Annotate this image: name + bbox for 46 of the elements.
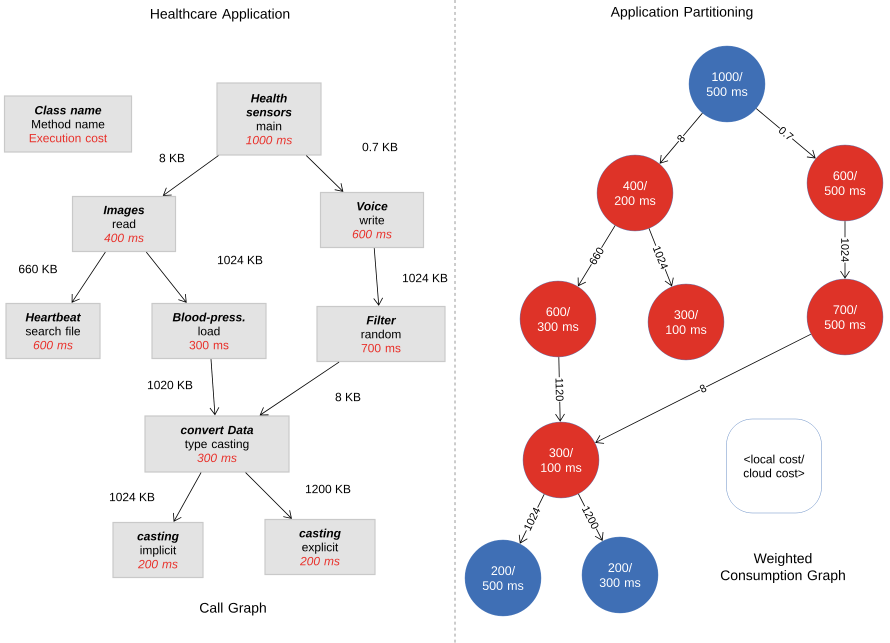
arrow xyxy=(162,155,219,196)
arrow xyxy=(756,108,816,158)
edge-label: 8 xyxy=(698,383,708,394)
method-box: Blood-press. load 300 ms xyxy=(151,302,267,360)
caption: Weighted Consumption Graph xyxy=(720,553,845,583)
arrow xyxy=(72,252,106,303)
heading: Healthcare Application xyxy=(150,8,290,22)
arrow xyxy=(595,334,812,444)
method-box: Images read 400 ms xyxy=(72,196,176,252)
edge-label: 660 KB xyxy=(19,264,57,274)
edge-label: 1024 xyxy=(652,244,670,271)
arrow xyxy=(260,362,340,416)
arrow xyxy=(578,225,616,286)
arrow xyxy=(146,252,187,303)
edge-label: 1020 KB xyxy=(148,380,192,390)
edge-label: 1024 xyxy=(840,237,850,263)
caption: Call Graph xyxy=(200,602,266,616)
edge-label: 1024 KB xyxy=(218,256,262,264)
edge-label: 1200 xyxy=(580,504,600,531)
arrow xyxy=(245,472,292,519)
edge-label: 1024 KB xyxy=(110,492,154,502)
edge-label: 1024 KB xyxy=(402,274,448,282)
edge-label: 8 xyxy=(675,132,687,144)
method-box: Voice write 600 ms xyxy=(320,192,424,248)
method-box: Filter random 700 ms xyxy=(316,306,446,362)
method-box: Health sensors main 1000 ms xyxy=(216,82,322,156)
method-box: convert Data type casting 300 ms xyxy=(144,415,290,473)
edge-label: 8 KB xyxy=(160,154,184,162)
method-box: casting explicit 200 ms xyxy=(264,518,376,576)
edge-label: 1024 xyxy=(522,506,542,532)
method-box: Heartbeat search file 600 ms xyxy=(5,302,101,360)
arrow xyxy=(660,112,703,164)
edge-label: 8 KB xyxy=(336,392,360,402)
edge-label: 1200 KB xyxy=(306,484,350,494)
method-box: casting implicit 200 ms xyxy=(112,522,204,578)
edge-label: 0.7 KB xyxy=(362,142,398,152)
arrow xyxy=(306,155,344,192)
edge-label: 0.7 xyxy=(776,124,796,142)
arrow xyxy=(373,248,384,306)
method-box: Class name Method name Execution cost xyxy=(4,95,132,153)
arrow xyxy=(173,472,202,522)
edge-label: 660 xyxy=(588,245,606,266)
arrow xyxy=(210,358,220,416)
edge-label: 1120 xyxy=(554,377,564,402)
heading: Application Partitioning xyxy=(610,6,752,20)
key-box: <local cost/ cloud cost> xyxy=(726,418,822,514)
